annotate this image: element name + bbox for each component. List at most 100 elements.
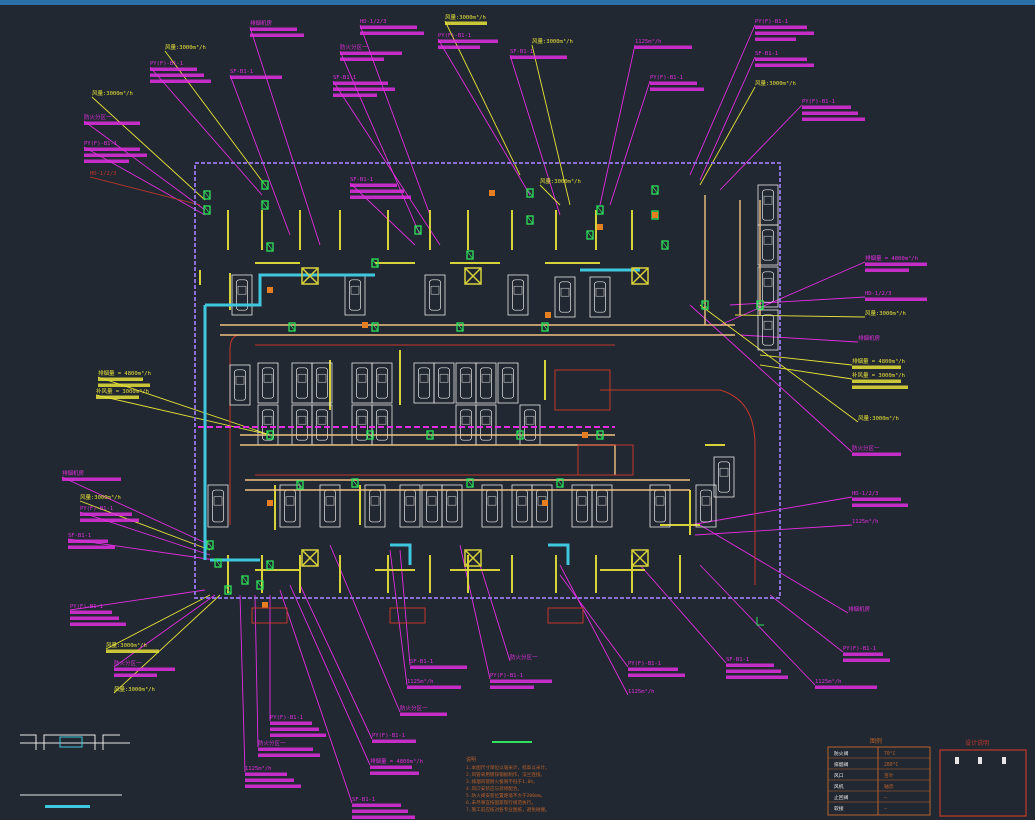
damper-fitting [651,185,659,195]
orange-equipment-marker [267,287,273,293]
callout-label: SF-B1-1 [510,49,533,55]
callout-label: HD-1/2/3 [360,19,387,25]
note-line: 7.施工前应核对各专业图纸，避免碰撞。 [466,806,550,813]
callout-label: 排烟量 = 4800m³/h [852,357,905,365]
parking-stall [344,274,366,316]
parking-stall [433,362,455,404]
parking-stall [311,362,333,404]
leader-line [479,564,511,662]
callout-label: 1125m³/h [407,678,434,685]
callout-text-line [333,87,395,91]
orange-equipment-marker [362,322,368,328]
callout-text-line [333,81,388,85]
legend-desc: 百叶 [884,772,894,779]
duct-fittings [203,180,764,608]
leader-line [719,104,803,191]
callout-text-line [333,93,377,97]
parking-stall [421,484,443,528]
callout-text-line [114,673,157,677]
callout-text-line [352,809,408,813]
callout-text-line [258,747,313,751]
callout-text-line [865,262,927,266]
callout-text-line [96,395,139,399]
leader-line [689,24,756,176]
leader-line [61,476,211,546]
legend-desc: 轴流 [884,783,894,790]
callout-label: 风量:3000m³/h [755,80,796,87]
red-room-tags [251,369,634,624]
callout-label: 排烟量 = 4800m³/h [865,254,918,262]
damper-fitting [296,480,304,490]
callout-text-line [445,21,487,25]
callout-text-line [350,195,411,199]
callout-text-line [114,667,175,671]
leader-line [689,496,853,526]
callout-text-line [370,765,412,769]
orange-equipment-marker [652,212,658,218]
parking-stall [291,362,313,404]
callout-label: PY(F)-B1-1 [843,646,876,652]
callout-label: 风量:3000m³/h [858,415,899,422]
parking-stall [441,484,463,528]
damper-fitting [426,430,434,440]
leader-line [609,80,651,206]
supply-exhaust-ducts [203,268,640,565]
callout-label: SF-B1-1 [755,51,778,57]
damper-fitting [371,258,379,268]
legend-desc: — [884,807,887,812]
callout-label: 防火分区一 [84,113,112,121]
legend-desc: — [884,796,887,801]
parking-stall [279,484,301,528]
callout-text-line [865,297,927,301]
callout-text-line [843,658,890,662]
callout-text-line [370,771,419,775]
leader-line [734,314,866,318]
callout-text-line [350,183,397,187]
parking-stall [475,362,497,404]
callout-text-line [852,503,908,507]
legend-desc: 280°C [884,762,899,768]
callout-label: PY(F)-B1-1 [650,75,683,81]
callout-text-line [70,622,126,626]
callout-text-line [98,383,150,387]
parking-stall [713,456,735,498]
corner-marker [756,617,764,626]
leader-line [509,54,561,216]
leader-line [769,594,844,653]
parking-stall [231,274,253,316]
section-detail-bar [45,805,90,808]
leader-line [299,584,373,740]
callout-text-line [852,385,908,389]
general-notes: 说明 1.本图尺寸单位以毫米计，标高以米计。2.风管采用镀锌钢板制作，法兰连接。… [466,756,550,813]
leader-line [559,564,629,696]
callout-label: PY(F)-B1-1 [490,673,523,679]
callout-text-line [510,55,567,59]
parking-stalls [207,184,779,528]
parking-stall [757,184,779,226]
callout-text-line [150,67,197,71]
orange-equipment-marker [262,602,268,608]
callout-label: 排烟量 = 4800m³/h [98,369,151,377]
callout-text-line [852,365,901,369]
callout-text-line [360,25,417,29]
callout-text-line [350,189,404,193]
callout-text-line [490,679,552,683]
notes-title: 说明 [466,756,476,763]
callout-label: PY(F)-B1-1 [84,141,117,147]
orange-equipment-marker [267,500,273,506]
leader-line [689,304,853,453]
parking-stall [757,224,779,266]
callout-label: 排烟机房 [250,19,273,27]
parking-stall [229,364,251,406]
parking-stall [571,484,593,528]
callout-text-line [852,497,901,501]
leader-line [729,296,866,306]
callout-label: PY(F)-B1-1 [372,733,405,739]
damper-fitting [756,300,764,310]
legend-title: 图例 [870,737,882,745]
leader-line [759,364,853,380]
leader-line [531,44,571,206]
callout-label: SF-B1-1 [726,657,749,663]
callout-text-line [150,79,211,83]
